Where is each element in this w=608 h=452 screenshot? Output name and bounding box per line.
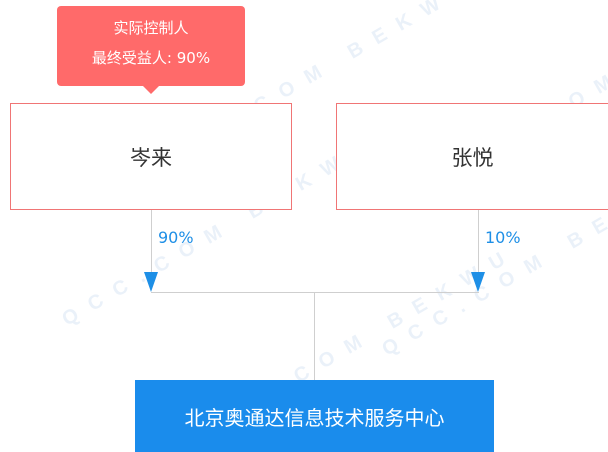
arrow-down-icon: [144, 272, 158, 292]
company-name: 北京奥通达信息技术服务中心: [184, 405, 445, 430]
arrow-down-icon: [471, 272, 485, 292]
actual-controller-tooltip: 实际控制人 最终受益人: 90%: [57, 6, 245, 86]
tooltip-pointer-icon: [143, 86, 159, 94]
connector-line: [151, 210, 152, 274]
share-percent-label: 90%: [158, 228, 194, 247]
tooltip-detail: 最终受益人: 90%: [91, 49, 211, 67]
share-percent-label: 10%: [485, 228, 521, 247]
shareholder-name: 张悦: [451, 145, 494, 170]
shareholder-node-1[interactable]: 岑来: [10, 103, 292, 210]
connector-line: [314, 292, 315, 380]
target-company-node[interactable]: 北京奥通达信息技术服务中心: [135, 380, 494, 452]
connector-line: [151, 292, 479, 293]
shareholder-name: 岑来: [130, 145, 172, 170]
shareholder-node-2[interactable]: 张悦: [336, 103, 608, 210]
tooltip-title: 实际控制人: [113, 19, 189, 37]
connector-line: [478, 210, 479, 274]
